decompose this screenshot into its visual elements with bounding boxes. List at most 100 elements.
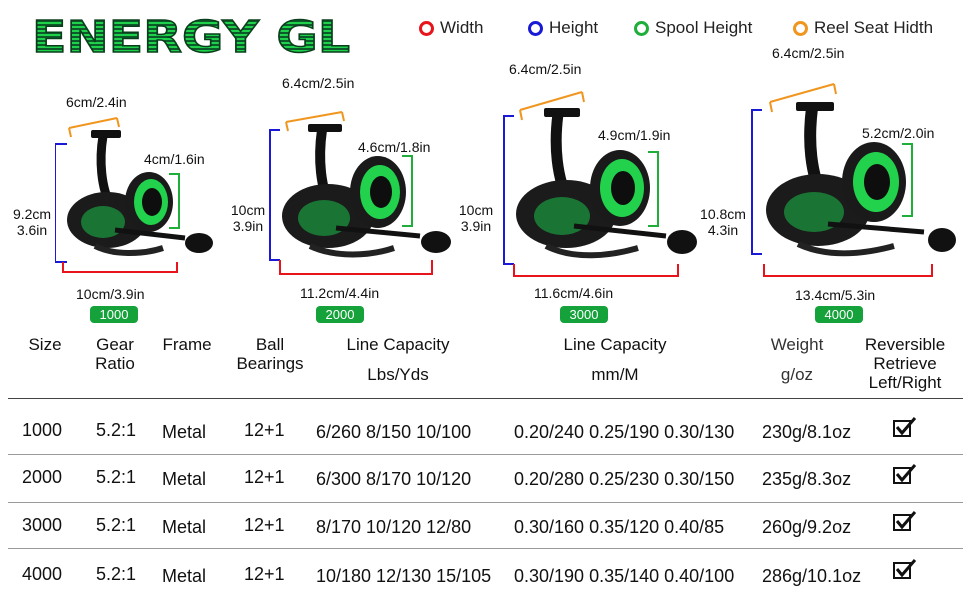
width-dim: 11.6cm/4.6in <box>534 285 614 301</box>
header-text: Line Capacity <box>346 335 450 354</box>
reel-seat-dim: 6.4cm/2.5in <box>282 75 355 91</box>
red-circle-icon <box>419 20 434 36</box>
cell-line-lbs: 10/180 12/130 15/105 <box>316 566 492 586</box>
header-line-capacity-lbs: Line Capacity Lbs/Yds <box>318 335 478 384</box>
cell-line-lbs: 8/170 10/120 12/80 <box>316 517 472 537</box>
header-gear-ratio: Gear Ratio <box>85 335 145 373</box>
cell-bearings: 12+1 <box>244 420 285 440</box>
cell-gear-ratio: 5.2:1 <box>96 515 137 535</box>
reel-4000-image <box>751 83 956 277</box>
cell-weight: 235g/8.3oz <box>762 469 852 489</box>
spool-height-dim: 4cm/1.6in <box>144 151 205 167</box>
legend-reel-seat: Reel Seat Hidth <box>793 16 933 40</box>
height-in: 4.3in <box>707 222 739 238</box>
cell-frame: Metal <box>162 422 207 442</box>
legend-label: Reel Seat Hidth <box>814 18 934 37</box>
cell-frame: Metal <box>162 566 207 586</box>
green-circle-icon <box>634 20 649 36</box>
header-text: Ball <box>255 335 285 354</box>
table-divider <box>8 454 963 455</box>
reel-1000-image <box>55 117 213 273</box>
spool-height-dim: 4.6cm/1.8in <box>358 139 431 155</box>
legend-spool-height: Spool Height <box>634 16 752 40</box>
cell-frame: Metal <box>162 469 207 489</box>
cell-size: 2000 <box>22 467 63 487</box>
legend-width: Width <box>419 16 483 40</box>
size-badge: 3000 <box>560 306 608 323</box>
height-dim: 10.8cm 4.3in <box>697 206 749 238</box>
check-icon <box>893 464 917 484</box>
header-weight: Weight g/oz <box>757 335 837 384</box>
reel-seat-dim: 6cm/2.4in <box>66 94 127 110</box>
check-icon <box>893 511 917 531</box>
height-in: 3.9in <box>460 218 492 234</box>
header-reversible: Reversible Retrieve Left/Right <box>856 335 954 392</box>
size-badge: 4000 <box>815 306 863 323</box>
cell-line-mm: 0.20/240 0.25/190 0.30/130 <box>514 422 735 442</box>
cell-line-mm: 0.30/160 0.35/120 0.40/85 <box>514 517 725 537</box>
cell-bearings: 12+1 <box>244 564 285 584</box>
brand-logo: ENERGY GL <box>31 11 351 64</box>
cell-size: 4000 <box>22 564 63 584</box>
cell-line-lbs: 6/260 8/150 10/100 <box>316 422 472 442</box>
brand-title: ENERGY GL <box>32 12 350 63</box>
header-text: Gear <box>96 335 134 354</box>
size-badge: 1000 <box>90 306 138 323</box>
check-icon <box>893 417 917 437</box>
reel-3000-image <box>503 91 697 277</box>
legend-label: Spool Height <box>655 18 753 37</box>
cell-gear-ratio: 5.2:1 <box>96 564 137 584</box>
cell-line-lbs: 6/300 8/170 10/120 <box>316 469 472 489</box>
table-divider <box>8 502 963 503</box>
cell-size: 3000 <box>22 515 63 535</box>
cell-weight: 286g/10.1oz <box>762 566 862 586</box>
header-frame: Frame <box>155 335 219 354</box>
header-text: Lbs/Yds <box>367 365 429 384</box>
width-dim: 10cm/3.9in <box>76 286 145 302</box>
header-text: Line Capacity <box>563 335 667 354</box>
header-text: g/oz <box>780 365 814 384</box>
header-line-capacity-mm: Line Capacity mm/M <box>535 335 695 384</box>
header-ball-bearings: Ball Bearings <box>228 335 312 373</box>
cell-bearings: 12+1 <box>244 515 285 535</box>
header-text: Bearings <box>236 354 304 373</box>
cell-gear-ratio: 5.2:1 <box>96 420 137 440</box>
spool-height-dim: 4.9cm/1.9in <box>598 127 671 143</box>
header-text: mm/M <box>591 365 639 384</box>
header-text: Ratio <box>95 354 135 373</box>
height-in: 3.6in <box>16 222 48 238</box>
header-text: Left/Right <box>868 373 942 392</box>
height-cm: 10cm <box>230 202 266 218</box>
height-cm: 9.2cm <box>12 206 52 222</box>
width-dim: 13.4cm/5.3in <box>795 287 876 303</box>
spool-height-dim: 5.2cm/2.0in <box>862 125 935 141</box>
cell-frame: Metal <box>162 517 207 537</box>
height-cm: 10.8cm <box>700 206 746 222</box>
cell-gear-ratio: 5.2:1 <box>96 467 137 487</box>
table-divider <box>8 548 963 549</box>
reel-seat-dim: 6.4cm/2.5in <box>772 45 845 61</box>
header-text: Reversible <box>864 335 946 354</box>
reel-seat-dim: 6.4cm/2.5in <box>509 61 582 77</box>
check-icon <box>893 559 917 579</box>
cell-weight: 230g/8.1oz <box>762 422 852 442</box>
table-divider <box>8 398 963 399</box>
header-text: Weight <box>770 335 824 354</box>
header-size: Size <box>20 335 70 354</box>
height-in: 3.9in <box>232 218 264 234</box>
legend-height: Height <box>528 16 598 40</box>
height-dim: 10cm 3.9in <box>226 202 270 234</box>
size-badge: 2000 <box>316 306 364 323</box>
cell-weight: 260g/9.2oz <box>762 517 852 537</box>
cell-line-mm: 0.30/190 0.35/140 0.40/100 <box>514 566 735 586</box>
height-dim: 9.2cm 3.6in <box>10 206 54 238</box>
legend-label: Height <box>549 18 599 37</box>
height-cm: 10cm <box>458 202 494 218</box>
width-dim: 11.2cm/4.4in <box>300 285 380 301</box>
header-text: Retrieve <box>873 354 937 373</box>
reel-2000-image <box>269 111 451 275</box>
legend-label: Width <box>440 18 484 37</box>
cell-bearings: 12+1 <box>244 467 285 487</box>
height-dim: 10cm 3.9in <box>454 202 498 234</box>
header-text: Size <box>28 335 62 354</box>
